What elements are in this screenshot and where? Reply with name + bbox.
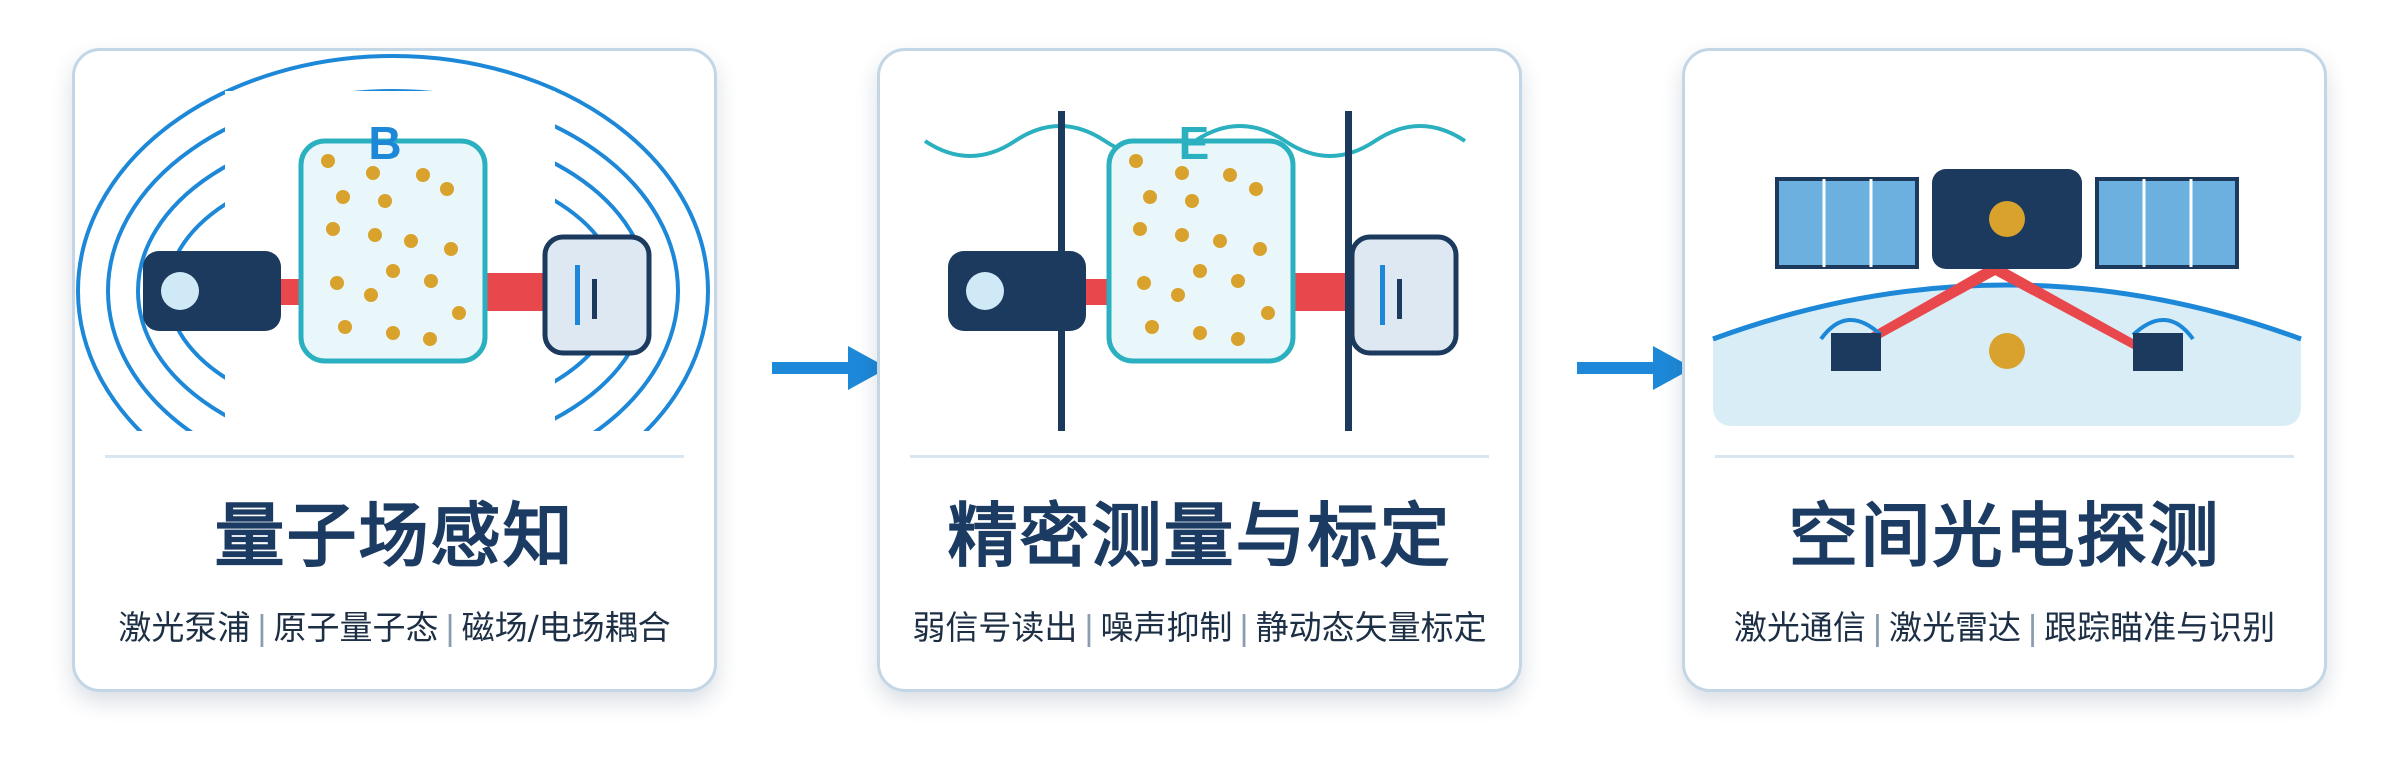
photodetector-icon — [542, 234, 652, 356]
card-quantum-field-sensing: B 量子场感知 激光泵浦|原子量子态|磁场/电场耦合 — [72, 48, 717, 692]
subtitle-item: 弱信号读出 — [912, 608, 1078, 647]
card-title: 精密测量与标定 — [947, 495, 1452, 577]
subtitle-item: 静动态矢量标定 — [1255, 608, 1487, 647]
field-label-b: B — [368, 117, 401, 169]
separator: | — [2027, 608, 2039, 647]
laser-source-icon — [948, 251, 1086, 331]
quantum-field-illustration: B — [76, 54, 710, 441]
card-subtitle: 激光泵浦|原子量子态|磁场/电场耦合 — [75, 611, 714, 644]
atom-particles — [321, 154, 466, 346]
separator: | — [1238, 608, 1250, 647]
separator: | — [1871, 608, 1883, 647]
laser-source-icon — [143, 251, 281, 331]
laser-link-icon — [1843, 266, 2151, 349]
card-divider — [105, 455, 684, 458]
separator: | — [444, 608, 456, 647]
card-title: 空间光电探测 — [1788, 495, 2221, 577]
card-subtitle: 激光通信|激光雷达|跟踪瞄准与识别 — [1685, 611, 2324, 644]
subtitle-item: 跟踪瞄准与识别 — [2044, 608, 2276, 647]
separator: | — [1083, 608, 1095, 647]
separator: | — [256, 608, 268, 647]
card-divider — [1715, 455, 2294, 458]
ground-station-icon — [2131, 317, 2195, 371]
subtitle-item: 激光泵浦 — [118, 608, 251, 647]
atom-particles — [1129, 154, 1275, 346]
subtitle-item: 激光通信 — [1733, 608, 1866, 647]
subtitle-item: 原子量子态 — [273, 608, 439, 647]
card-title: 量子场感知 — [214, 495, 575, 577]
card-precision-measurement: E 精密测量与标定 弱信号读出|噪声抑制|静动态矢量标定 — [877, 48, 1522, 692]
photodetector-icon — [1349, 234, 1459, 356]
solar-panel-icon — [2095, 177, 2239, 269]
field-label-e: E — [1179, 117, 1210, 169]
arrow-right-icon — [1577, 346, 1693, 390]
card-divider — [910, 455, 1489, 458]
card-space-optoelectronic-detection: 空间光电探测 激光通信|激光雷达|跟踪瞄准与识别 — [1682, 48, 2327, 692]
target-point-icon — [1989, 333, 2025, 369]
arrow-right-icon — [772, 346, 888, 390]
satellite-icon — [1932, 169, 2082, 269]
precision-measurement-illustration: E — [923, 111, 1467, 431]
subtitle-item: 磁场/电场耦合 — [461, 608, 671, 647]
subtitle-item: 激光雷达 — [1889, 608, 2021, 647]
ground-station-icon — [1819, 317, 1883, 371]
subtitle-item: 噪声抑制 — [1100, 608, 1233, 647]
solar-panel-icon — [1775, 177, 1919, 269]
space-detection-illustration — [1712, 169, 2302, 426]
card-subtitle: 弱信号读出|噪声抑制|静动态矢量标定 — [880, 611, 1519, 644]
